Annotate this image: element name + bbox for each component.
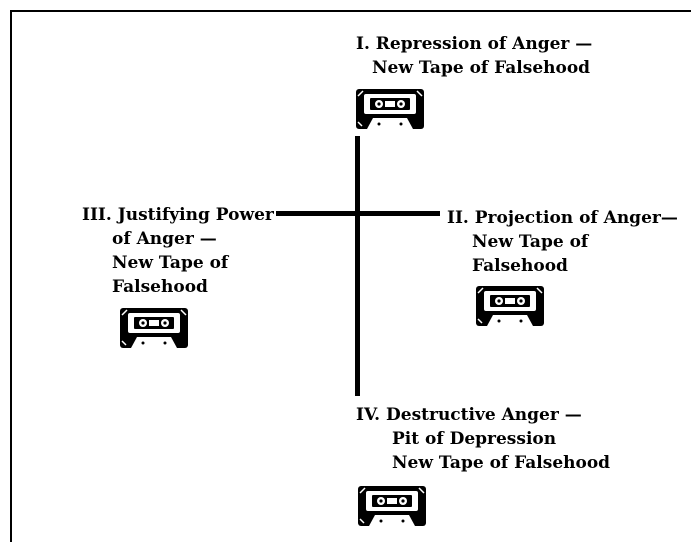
- diagram-frame: [10, 10, 691, 542]
- node-ii-line-3: Falsehood: [472, 256, 568, 276]
- cassette-tape-icon: [476, 286, 544, 326]
- node-iv-line-1: IV. Destructive Anger —: [356, 405, 582, 425]
- node-iii-line-2: of Anger —: [112, 229, 217, 249]
- node-ii-line-1: II. Projection of Anger—: [447, 208, 678, 228]
- node-i-line-2: New Tape of Falsehood: [372, 58, 591, 78]
- node-iii-line-4: Falsehood: [112, 277, 208, 297]
- node-iii-label: III. Justifying Power of Anger — New Tap…: [82, 203, 274, 299]
- node-ii-line-2: New Tape of: [472, 232, 589, 252]
- node-i-line-1: I. Repression of Anger —: [356, 34, 593, 54]
- node-ii-label: II. Projection of Anger— New Tape of Fal…: [447, 206, 678, 278]
- cassette-tape-icon: [358, 486, 426, 526]
- node-iv-line-3: New Tape of Falsehood: [392, 453, 611, 473]
- node-iii-line-3: New Tape of: [112, 253, 229, 273]
- node-iv-label: IV. Destructive Anger — Pit of Depressio…: [356, 403, 610, 475]
- node-iii-line-1: III. Justifying Power: [82, 205, 274, 225]
- node-iv-line-2: Pit of Depression: [392, 429, 557, 449]
- node-i-label: I. Repression of Anger — New Tape of Fal…: [356, 32, 592, 80]
- horizontal-axis-line: [276, 211, 440, 216]
- cassette-tape-icon: [356, 89, 424, 129]
- vertical-axis-line: [355, 136, 360, 396]
- cassette-tape-icon: [120, 308, 188, 348]
